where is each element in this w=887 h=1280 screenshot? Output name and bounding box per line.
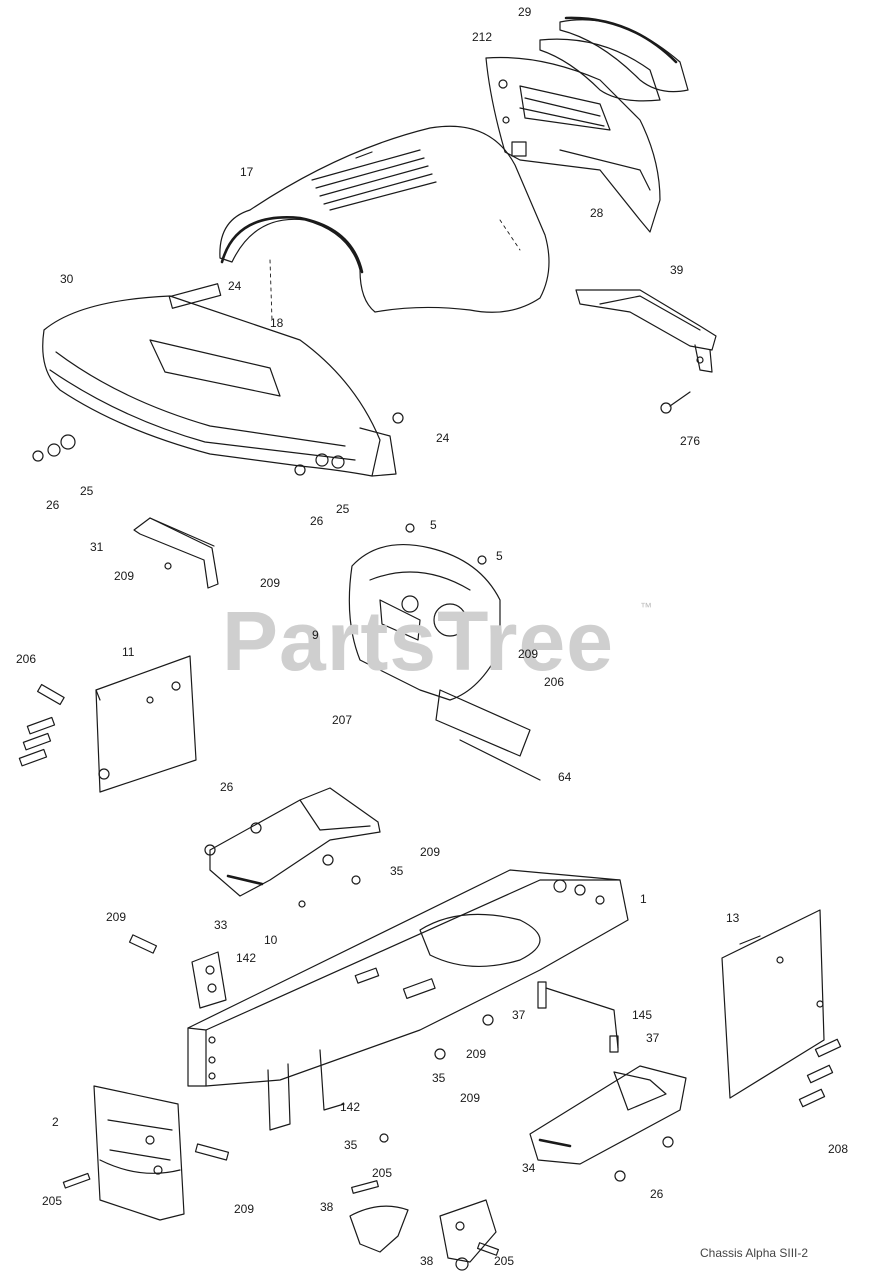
callout-142[interactable]: 142: [236, 951, 257, 965]
callout-24[interactable]: 24: [228, 279, 242, 293]
callout-37[interactable]: 37: [512, 1008, 526, 1022]
main-frame: [187, 869, 629, 1131]
callout-142-b[interactable]: 142: [340, 1100, 361, 1114]
callout-209[interactable]: 209: [114, 569, 135, 583]
axle-support: [204, 787, 381, 908]
lower-brackets: [349, 1133, 500, 1271]
callout-25[interactable]: 25: [80, 484, 94, 498]
callout-64[interactable]: 64: [558, 770, 572, 784]
callout-207[interactable]: 207: [332, 713, 353, 727]
panel-hardware: [32, 412, 404, 476]
callout-13[interactable]: 13: [726, 911, 740, 925]
callout-145[interactable]: 145: [632, 1008, 653, 1022]
callout-209-b[interactable]: 209: [260, 576, 281, 590]
front-bracket: [62, 1085, 230, 1221]
grille-assembly: [485, 16, 689, 233]
foot-plate: [529, 1065, 687, 1182]
callout-38-b[interactable]: 38: [420, 1254, 434, 1268]
callout-18[interactable]: 18: [270, 316, 284, 330]
callout-35-b[interactable]: 35: [432, 1071, 446, 1085]
callout-206[interactable]: 206: [16, 652, 37, 666]
callout-28[interactable]: 28: [590, 206, 604, 220]
side-plate-11: [18, 655, 197, 793]
callout-24-b[interactable]: 24: [436, 431, 450, 445]
callout-35-c[interactable]: 35: [344, 1138, 358, 1152]
callout-26-b[interactable]: 26: [310, 514, 324, 528]
callout-37-b[interactable]: 37: [646, 1031, 660, 1045]
callout-38[interactable]: 38: [320, 1200, 334, 1214]
rod-145: [434, 981, 619, 1060]
watermark: PartsTree: [222, 594, 614, 688]
callout-17[interactable]: 17: [240, 165, 254, 179]
dash-frame: [348, 523, 541, 781]
callout-5-b[interactable]: 5: [496, 549, 503, 563]
callout-26-c[interactable]: 26: [220, 780, 234, 794]
callout-1[interactable]: 1: [640, 892, 647, 906]
callout-31[interactable]: 31: [90, 540, 104, 554]
callout-9[interactable]: 9: [312, 628, 319, 642]
callout-5[interactable]: 5: [430, 518, 437, 532]
hood: [219, 125, 550, 313]
callout-209-f[interactable]: 209: [466, 1047, 487, 1061]
callout-209-h[interactable]: 209: [234, 1202, 255, 1216]
bracket-31: [133, 517, 219, 589]
callout-209-c[interactable]: 209: [518, 647, 539, 661]
callout-276[interactable]: 276: [680, 434, 701, 448]
callout-33[interactable]: 33: [214, 918, 228, 932]
dash-panel: [42, 259, 397, 477]
callout-34[interactable]: 34: [522, 1161, 536, 1175]
callout-25-b[interactable]: 25: [336, 502, 350, 516]
callout-10[interactable]: 10: [264, 933, 278, 947]
callout-205-c[interactable]: 205: [494, 1254, 515, 1268]
callout-26-d[interactable]: 26: [650, 1187, 664, 1201]
callout-30[interactable]: 30: [60, 272, 74, 286]
callout-35[interactable]: 35: [390, 864, 404, 878]
callout-209-g[interactable]: 209: [460, 1091, 481, 1105]
callout-39[interactable]: 39: [670, 263, 684, 277]
callout-212[interactable]: 212: [472, 30, 493, 44]
callout-11[interactable]: 11: [122, 645, 135, 659]
side-plate-13: [721, 909, 842, 1108]
callout-205-b[interactable]: 205: [42, 1194, 63, 1208]
trademark-symbol: ™: [640, 600, 652, 614]
callout-206-b[interactable]: 206: [544, 675, 565, 689]
callout-208[interactable]: 208: [828, 1142, 849, 1156]
callout-205[interactable]: 205: [372, 1166, 393, 1180]
diagram-caption: Chassis Alpha SIII-2: [700, 1246, 809, 1260]
callout-26[interactable]: 26: [46, 498, 60, 512]
callout-2[interactable]: 2: [52, 1115, 59, 1129]
callout-209-d[interactable]: 209: [420, 845, 441, 859]
callout-29[interactable]: 29: [518, 5, 532, 19]
steering-bracket: [575, 289, 717, 414]
bracket-142: [128, 934, 227, 1009]
callout-209-e[interactable]: 209: [106, 910, 127, 924]
